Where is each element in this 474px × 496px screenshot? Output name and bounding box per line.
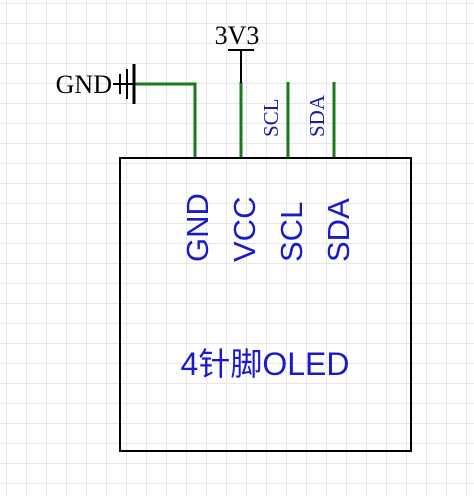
pin-label-vcc: VCC: [227, 197, 262, 262]
oled-module-body: [119, 157, 412, 452]
wires: [134, 82, 336, 158]
ground-label: GND: [56, 70, 112, 99]
module-name: 4针脚OLED: [181, 346, 350, 382]
scl-net-label: SCL: [259, 98, 283, 137]
pin-label-sda: SDA: [321, 198, 356, 262]
pin-label-gnd: GND: [180, 193, 215, 262]
power-symbol: [228, 49, 254, 83]
gnd-wire: [134, 82, 197, 158]
power-label: 3V3: [215, 21, 260, 50]
sda-net-label: SDA: [305, 94, 329, 137]
ground-symbol: [113, 64, 136, 104]
pin-label-scl: SCL: [274, 202, 309, 262]
